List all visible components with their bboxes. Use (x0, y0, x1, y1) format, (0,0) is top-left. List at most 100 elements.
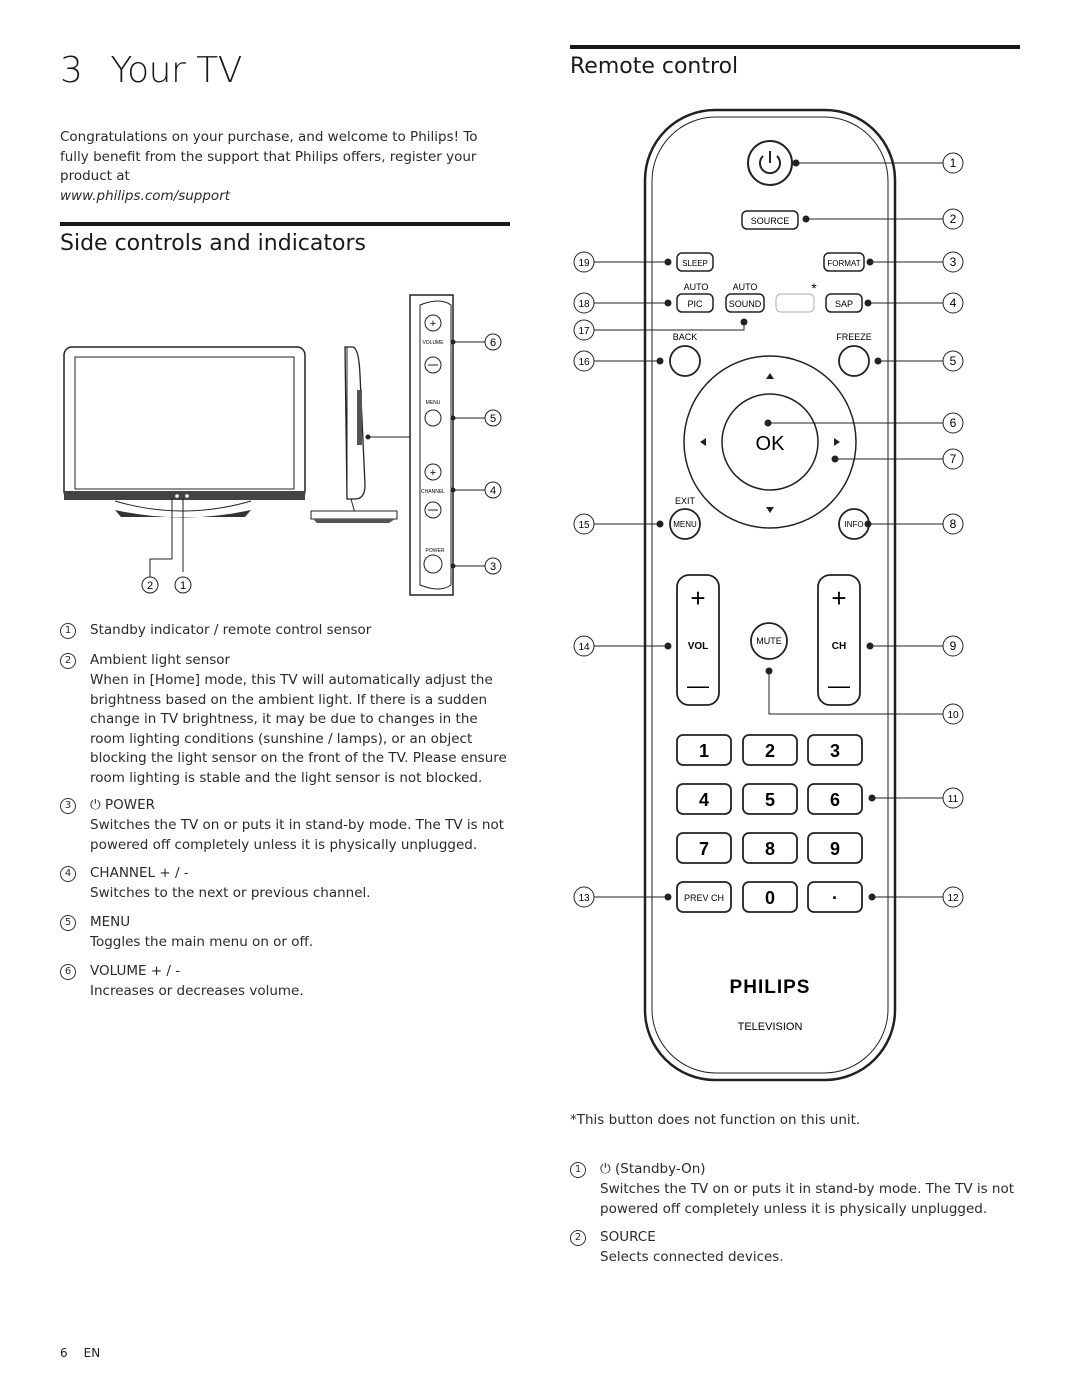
svg-text:PREV CH: PREV CH (684, 893, 724, 903)
remote-sap-button[interactable] (825, 293, 863, 313)
section-rule-left (60, 222, 510, 226)
remote-sound-button[interactable] (725, 293, 765, 313)
svg-text:5: 5 (490, 413, 496, 425)
side-control-panel: + VOLUME MENU + CHANNEL POWER 6 5 4 3 (409, 294, 502, 596)
dpad-left-icon (700, 438, 706, 446)
svg-text:12: 12 (947, 893, 959, 904)
svg-text:BACK: BACK (673, 332, 698, 342)
svg-text:7: 7 (950, 452, 957, 466)
svg-text:+: + (430, 467, 436, 479)
remote-pic-button[interactable] (676, 293, 714, 313)
remote-source-button[interactable] (741, 210, 799, 230)
tv-front-view: 2 1 (63, 346, 306, 594)
svg-text:—: — (828, 673, 850, 698)
svg-text:1: 1 (180, 580, 186, 592)
remote-mute-button[interactable] (750, 622, 788, 660)
svg-text:9: 9 (950, 639, 957, 653)
svg-text:·: · (832, 888, 838, 908)
intro-text: Congratulations on your purchase, and we… (60, 129, 478, 184)
svg-text:3: 3 (830, 741, 840, 761)
svg-text:PIC: PIC (687, 299, 703, 309)
remote-callouts-right: 1 2 3 4 5 6 7 8 9 10 11 12 (942, 152, 964, 908)
remote-callouts-left: 19 18 17 16 15 14 13 (573, 251, 595, 908)
chapter-title: Your TV (110, 50, 242, 91)
svg-text:+: + (430, 318, 436, 330)
remote-figure: SOURCE SLEEP FORMAT AUTO AUTO * PIC SOUN… (573, 108, 964, 1082)
svg-text:1: 1 (699, 741, 709, 761)
svg-text:18: 18 (578, 299, 590, 310)
remote-back-button[interactable] (669, 345, 701, 377)
svg-text:AUTO: AUTO (733, 282, 758, 292)
chapter-number: 3 (60, 50, 83, 91)
svg-text:CH: CH (832, 641, 846, 652)
svg-text:16: 16 (578, 357, 590, 368)
svg-text:VOLUME: VOLUME (422, 340, 444, 346)
svg-text:OK: OK (756, 433, 786, 455)
svg-text:19: 19 (578, 258, 590, 269)
remote-ok-button[interactable] (721, 393, 819, 491)
svg-text:10: 10 (947, 710, 959, 721)
svg-text:1: 1 (950, 156, 957, 170)
svg-text:2: 2 (765, 741, 775, 761)
svg-text:MENU: MENU (426, 400, 441, 406)
power-icon: ⏻ (90, 797, 105, 813)
svg-text:MENU: MENU (673, 520, 697, 529)
svg-text:INFO: INFO (844, 520, 863, 529)
callout-1 (174, 576, 192, 594)
remote-channel-rocker[interactable] (817, 574, 861, 706)
svg-text:3: 3 (950, 255, 957, 269)
svg-text:CHANNEL: CHANNEL (421, 489, 445, 495)
svg-text:8: 8 (950, 517, 957, 531)
svg-text:4: 4 (950, 296, 957, 310)
svg-text:9: 9 (830, 839, 840, 859)
remote-section-heading: Remote control (570, 54, 739, 79)
volume-plus-key[interactable] (424, 314, 442, 332)
svg-text:FREEZE: FREEZE (836, 332, 872, 342)
svg-text:3: 3 (490, 561, 496, 573)
page-number: 6 (60, 1346, 68, 1360)
svg-text:6: 6 (950, 416, 957, 430)
chapter-heading: 3 Your TV (60, 50, 242, 91)
remote-volume-rocker[interactable] (676, 574, 720, 706)
language-code: EN (83, 1346, 101, 1360)
svg-text:4: 4 (699, 790, 709, 810)
tv-side-view (310, 346, 410, 523)
dpad-right-icon (834, 438, 840, 446)
support-link[interactable]: www.philips.com/support (60, 187, 231, 204)
remote-sleep-button[interactable] (676, 252, 714, 272)
dpad-up-icon (766, 373, 774, 379)
svg-text:2: 2 (147, 580, 153, 592)
power-key[interactable] (423, 554, 443, 574)
intro-paragraph: Congratulations on your purchase, and we… (60, 128, 500, 206)
svg-text:+: + (690, 583, 705, 613)
callout-2 (141, 576, 159, 594)
tv-figure: 2 1 + VOLUME MENU + CHANNEL POWER 6 (63, 294, 502, 596)
remote-menu-button[interactable] (669, 508, 701, 540)
section-rule-right (570, 45, 1020, 49)
svg-text:17: 17 (578, 326, 590, 337)
svg-text:VOL: VOL (688, 641, 709, 652)
svg-text:15: 15 (578, 520, 590, 531)
svg-text:+: + (831, 583, 846, 613)
svg-text:5: 5 (765, 790, 775, 810)
dpad-down-icon (766, 507, 774, 513)
svg-text:AUTO: AUTO (684, 282, 709, 292)
channel-plus-key[interactable] (424, 463, 442, 481)
svg-text:SLEEP: SLEEP (682, 259, 708, 268)
svg-text:13: 13 (578, 893, 590, 904)
svg-text:POWER: POWER (426, 548, 445, 554)
svg-text:7: 7 (699, 839, 709, 859)
svg-text:EXIT: EXIT (675, 496, 696, 506)
page-footer: 6 EN (60, 1346, 116, 1360)
menu-key[interactable] (424, 409, 442, 427)
svg-text:2: 2 (950, 212, 957, 226)
svg-text:—: — (687, 673, 709, 698)
remote-format-button[interactable] (823, 252, 865, 272)
svg-text:8: 8 (765, 839, 775, 859)
remote-freeze-button[interactable] (838, 345, 870, 377)
svg-text:14: 14 (578, 642, 590, 653)
philips-logo: PHILIPS (730, 977, 811, 998)
svg-text:5: 5 (950, 354, 957, 368)
side-section-heading: Side controls and indicators (60, 231, 366, 256)
svg-text:6: 6 (830, 790, 840, 810)
